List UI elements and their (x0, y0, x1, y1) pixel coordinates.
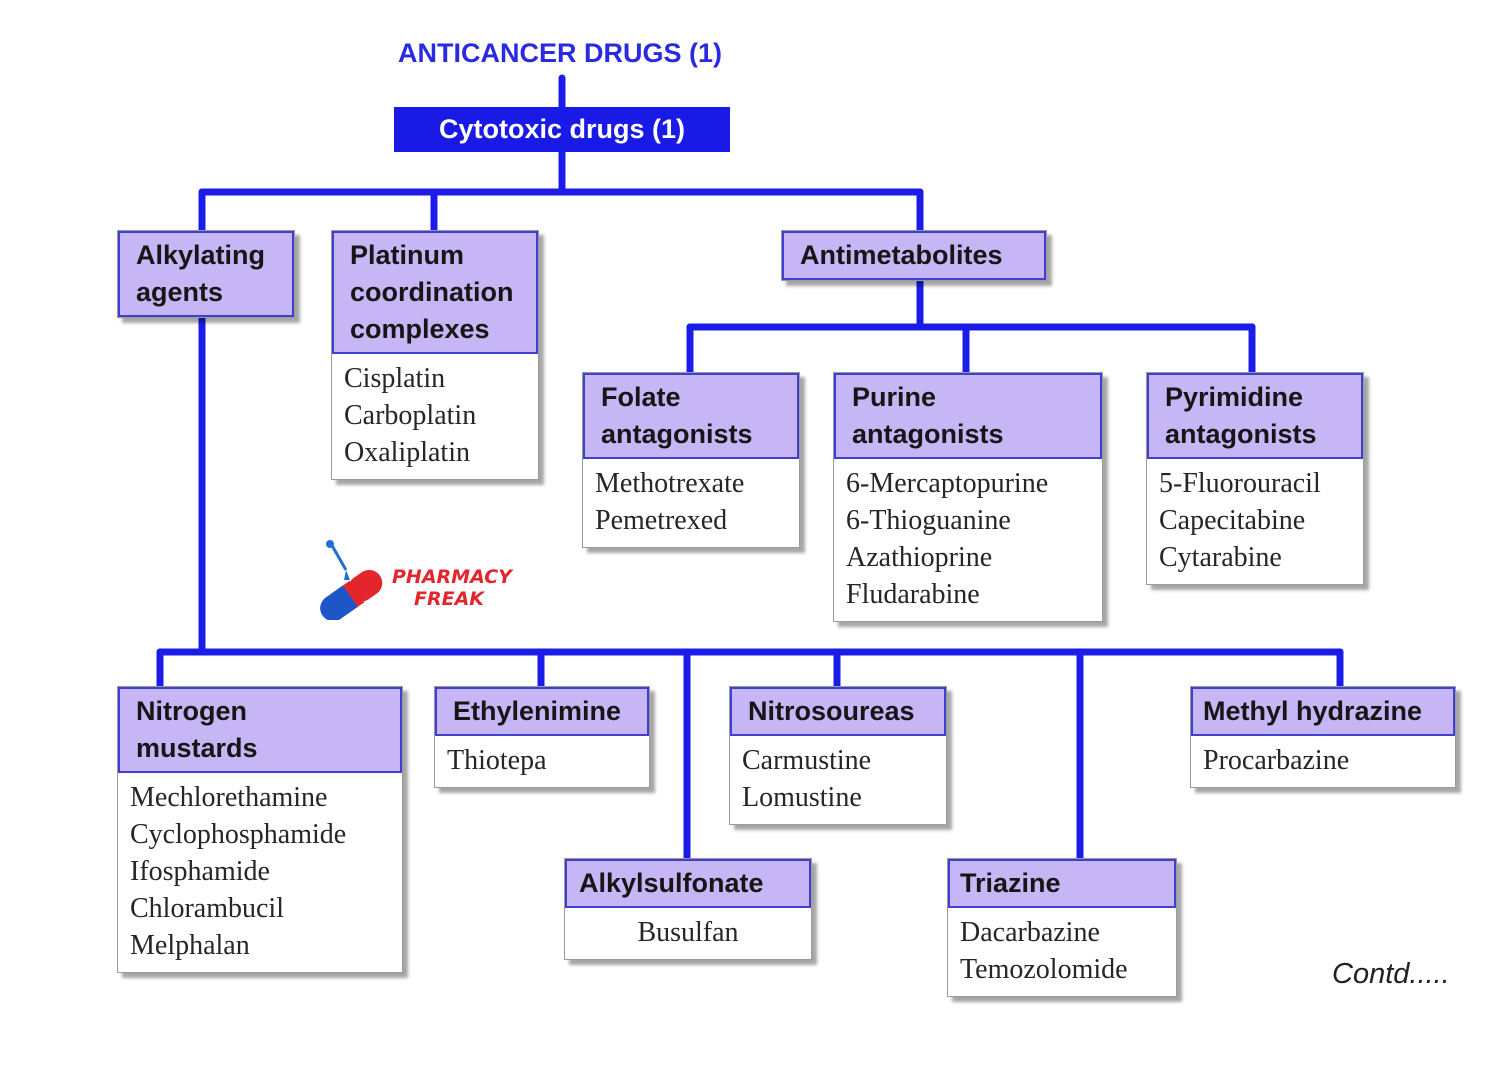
drug-item: Cytarabine (1159, 542, 1282, 573)
drug-item: 5-Fluorouracil (1159, 468, 1321, 499)
diagram-title: ANTICANCER DRUGS (1) (398, 38, 722, 68)
drug-item: Methotrexate (595, 468, 745, 499)
node-header: Pyrimidine antagonists (1147, 373, 1363, 459)
drug-item: Capecitabine (1159, 505, 1306, 536)
node-purine-antagonists: Purine antagonists 6-Mercaptopurine 6-Th… (833, 372, 1103, 622)
node-header: Nitrosoureas (730, 687, 946, 736)
drug-item: Fludarabine (846, 579, 980, 610)
node-ethylenimine: Ethylenimine Thiotepa (434, 686, 650, 788)
pharmacy-freak-logo: PHARMACY FREAK (312, 540, 512, 622)
node-nitrogen-mustards: Nitrogen mustards Mechlorethamine Cyclop… (117, 686, 403, 973)
node-pyrimidine-antagonists: Pyrimidine antagonists 5-Fluorouracil Ca… (1146, 372, 1364, 585)
drug-item: Lomustine (742, 782, 862, 813)
drug-item: Oxaliplatin (344, 437, 470, 468)
node-header: Purine antagonists (834, 373, 1102, 459)
drug-item: Procarbazine (1203, 745, 1350, 776)
continued-note: Contd..... (1332, 958, 1450, 990)
drug-list: Cisplatin Carboplatin Oxaliplatin (332, 354, 538, 479)
drug-item: Azathioprine (846, 542, 993, 573)
drug-list: Procarbazine (1191, 736, 1455, 787)
node-header: Platinum coordination complexes (332, 231, 538, 354)
drug-item: Busulfan (637, 917, 739, 948)
logo-text: PHARMACY FREAK (392, 566, 512, 610)
drug-list: 6-Mercaptopurine 6-Thioguanine Azathiopr… (834, 459, 1102, 621)
drug-item: Ifosphamide (130, 856, 270, 887)
drug-item: Chlorambucil (130, 893, 284, 924)
drug-item: Dacarbazine (960, 917, 1100, 948)
node-header: Alkylating agents (118, 231, 294, 317)
drug-item: Temozolomide (960, 954, 1128, 985)
node-header: Antimetabolites (782, 231, 1046, 280)
node-folate-antagonists: Folate antagonists Methotrexate Pemetrex… (582, 372, 800, 548)
node-header: Methyl hydrazine (1191, 687, 1455, 736)
drug-list: Busulfan (565, 908, 811, 959)
node-header: Triazine (948, 859, 1176, 908)
drug-item: Pemetrexed (595, 505, 728, 536)
root-node-cytotoxic-drugs: Cytotoxic drugs (1) (394, 107, 730, 152)
node-header: Ethylenimine (435, 687, 649, 736)
drug-item: 6-Thioguanine (846, 505, 1011, 536)
drug-list: Dacarbazine Temozolomide (948, 908, 1176, 996)
drug-list: Methotrexate Pemetrexed (583, 459, 799, 547)
node-header: Nitrogen mustards (118, 687, 402, 773)
node-methyl-hydrazine: Methyl hydrazine Procarbazine (1190, 686, 1456, 788)
node-alkylating-agents: Alkylating agents (117, 230, 295, 318)
logo-line: PHARMACY (392, 566, 512, 588)
node-antimetabolites: Antimetabolites (781, 230, 1047, 281)
drug-item: Cisplatin (344, 363, 446, 394)
logo-line: FREAK (414, 588, 485, 610)
drug-item: Melphalan (130, 930, 250, 961)
capsule-dropper-icon (320, 540, 383, 622)
drug-item: 6-Mercaptopurine (846, 468, 1049, 499)
node-nitrosoureas: Nitrosoureas Carmustine Lomustine (729, 686, 947, 825)
drug-list: Mechlorethamine Cyclophosphamide Ifospha… (118, 773, 402, 972)
node-platinum-complexes: Platinum coordination complexes Cisplati… (331, 230, 539, 480)
drug-list: Carmustine Lomustine (730, 736, 946, 824)
drug-item: Thiotepa (447, 745, 547, 776)
node-alkylsulfonate: Alkylsulfonate Busulfan (564, 858, 812, 960)
node-header: Folate antagonists (583, 373, 799, 459)
drug-item: Carboplatin (344, 400, 477, 431)
drug-list: Thiotepa (435, 736, 649, 787)
drug-item: Carmustine (742, 745, 872, 776)
node-triazine: Triazine Dacarbazine Temozolomide (947, 858, 1177, 997)
drug-list: 5-Fluorouracil Capecitabine Cytarabine (1147, 459, 1363, 584)
drug-item: Mechlorethamine (130, 782, 328, 813)
drug-item: Cyclophosphamide (130, 819, 347, 850)
node-header: Alkylsulfonate (565, 859, 811, 908)
